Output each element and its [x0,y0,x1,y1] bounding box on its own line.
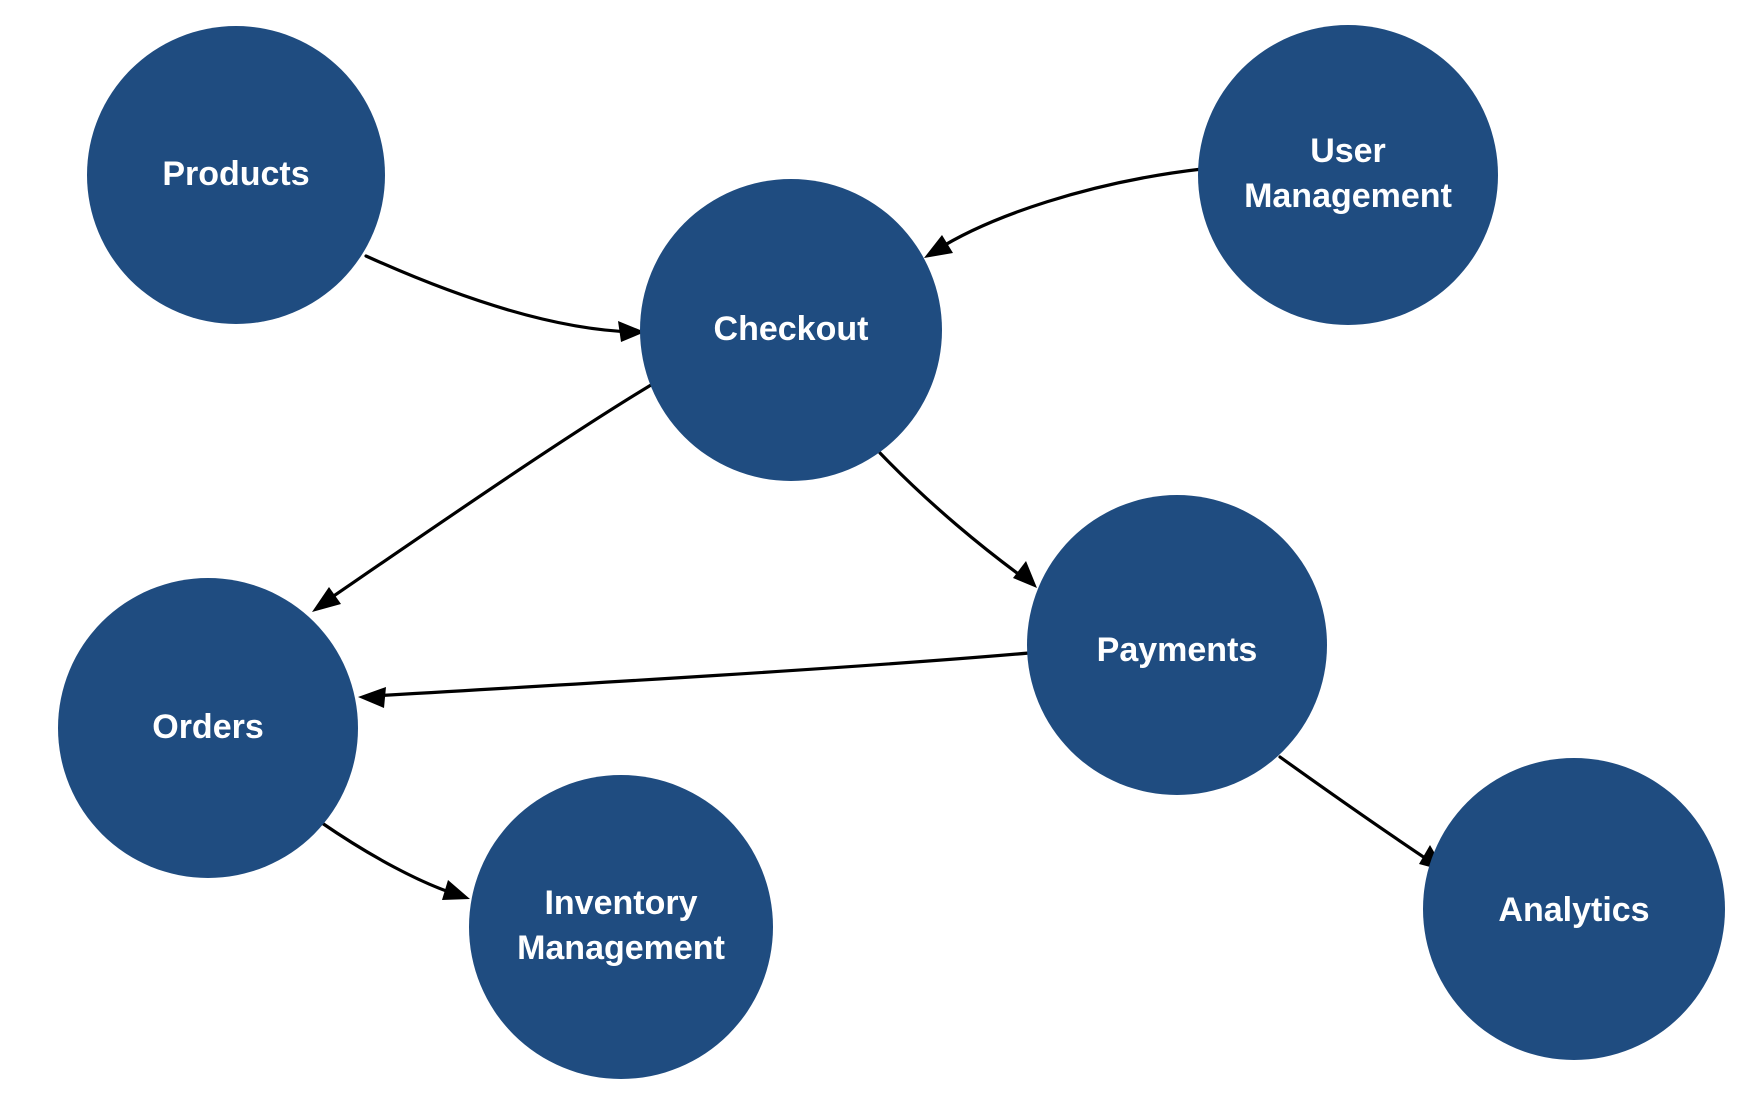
edge-path [933,167,1204,253]
edge-path [320,383,653,606]
node-circle[interactable] [58,578,358,878]
arrowhead-icon [312,587,341,612]
arrowhead-icon [618,321,645,342]
node-analytics[interactable]: Analytics [1423,758,1725,1060]
node-checkout[interactable]: Checkout [640,179,942,481]
edge-checkout-to-payments[interactable] [878,451,1037,588]
node-orders[interactable]: Orders [58,578,358,878]
node-payments[interactable]: Payments [1027,495,1327,795]
edge-path [364,254,636,334]
edge-path [320,821,460,897]
node-circle[interactable] [87,26,385,324]
edge-payments-to-analytics[interactable] [1278,755,1445,871]
node-user-management[interactable]: User Management [1198,25,1498,325]
node-circle[interactable] [1027,495,1327,795]
edge-path [1278,755,1436,866]
edge-orders-to-inventory-management[interactable] [320,821,470,900]
arrowhead-icon [1013,561,1037,588]
edge-checkout-to-orders[interactable] [312,383,653,612]
edge-path [878,451,1030,583]
edge-user-management-to-checkout[interactable] [924,167,1204,258]
node-circle[interactable] [469,775,773,1079]
node-inventory-management[interactable]: Inventory Management [469,775,773,1079]
edge-payments-to-orders[interactable] [358,651,1031,708]
node-circle[interactable] [640,179,942,481]
edge-path [370,651,1031,698]
node-circle[interactable] [1198,25,1498,325]
arrowhead-icon [442,880,470,900]
arrowhead-icon [924,235,953,258]
node-circle[interactable] [1423,758,1725,1060]
node-products[interactable]: Products [87,26,385,324]
arrowhead-icon [358,687,386,708]
nodes-layer: Products Checkout User Management Orders [58,25,1725,1079]
edge-products-to-checkout[interactable] [364,254,645,342]
